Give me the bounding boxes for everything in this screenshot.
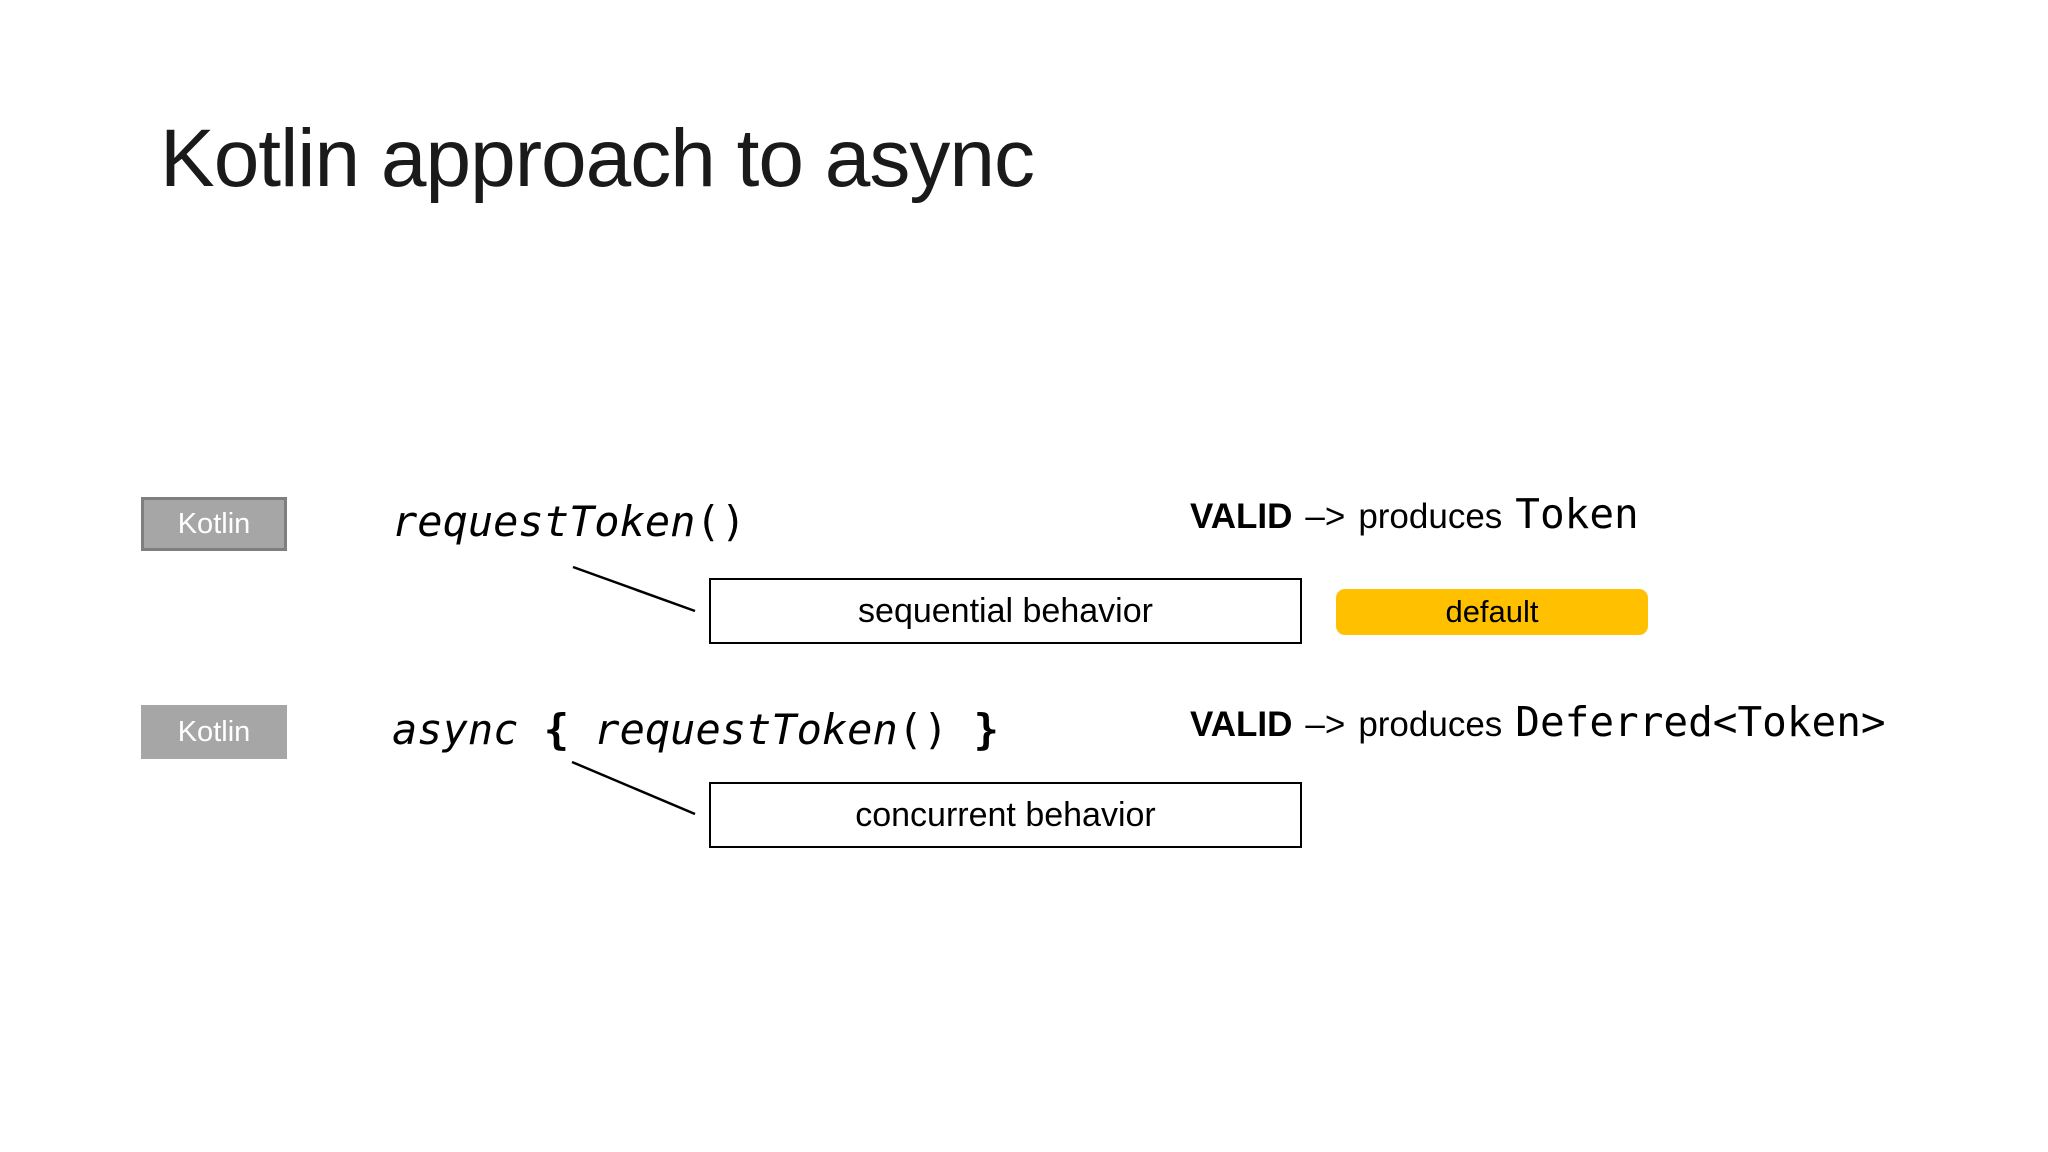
- kotlin-badge-label: Kotlin: [177, 715, 251, 748]
- result-line-sequential: VALID –> produces Token: [1190, 490, 1639, 550]
- arrow-glyph: –>: [1305, 705, 1346, 744]
- connector-line-sequential: [572, 565, 696, 613]
- result-line-concurrent: VALID –> produces Deferred<Token>: [1190, 698, 1886, 758]
- kotlin-badge-1: Kotlin: [141, 497, 287, 551]
- produced-type: Token: [1515, 490, 1639, 538]
- produces-label: produces: [1358, 497, 1503, 536]
- code-close-brace: }: [948, 704, 999, 754]
- code-snippet-async: async { requestToken() }: [392, 702, 999, 756]
- valid-label: VALID: [1190, 497, 1293, 536]
- code-parens: (): [897, 704, 949, 754]
- connector-line-concurrent: [571, 760, 696, 816]
- produced-type: Deferred<Token>: [1515, 698, 1886, 746]
- default-tag: default: [1336, 589, 1648, 635]
- code-parens: (): [695, 496, 747, 546]
- produces-label: produces: [1358, 705, 1503, 744]
- code-function-name: requestToken: [392, 496, 696, 546]
- slide-title: Kotlin approach to async: [160, 113, 1035, 204]
- concurrent-behavior-label: concurrent behavior: [855, 795, 1156, 834]
- arrow-glyph: –>: [1305, 497, 1346, 536]
- kotlin-badge-2: Kotlin: [141, 705, 287, 759]
- valid-label: VALID: [1190, 705, 1293, 744]
- code-snippet-requesttoken: requestToken(): [392, 494, 746, 548]
- kotlin-badge-label: Kotlin: [177, 507, 251, 540]
- code-function-name: requestToken: [594, 704, 898, 754]
- default-tag-label: default: [1445, 594, 1539, 629]
- code-open-brace: {: [518, 704, 595, 754]
- sequential-behavior-label: sequential behavior: [858, 591, 1153, 630]
- code-keyword-async: async: [392, 704, 519, 754]
- sequential-behavior-box: sequential behavior: [709, 578, 1302, 644]
- concurrent-behavior-box: concurrent behavior: [709, 782, 1302, 848]
